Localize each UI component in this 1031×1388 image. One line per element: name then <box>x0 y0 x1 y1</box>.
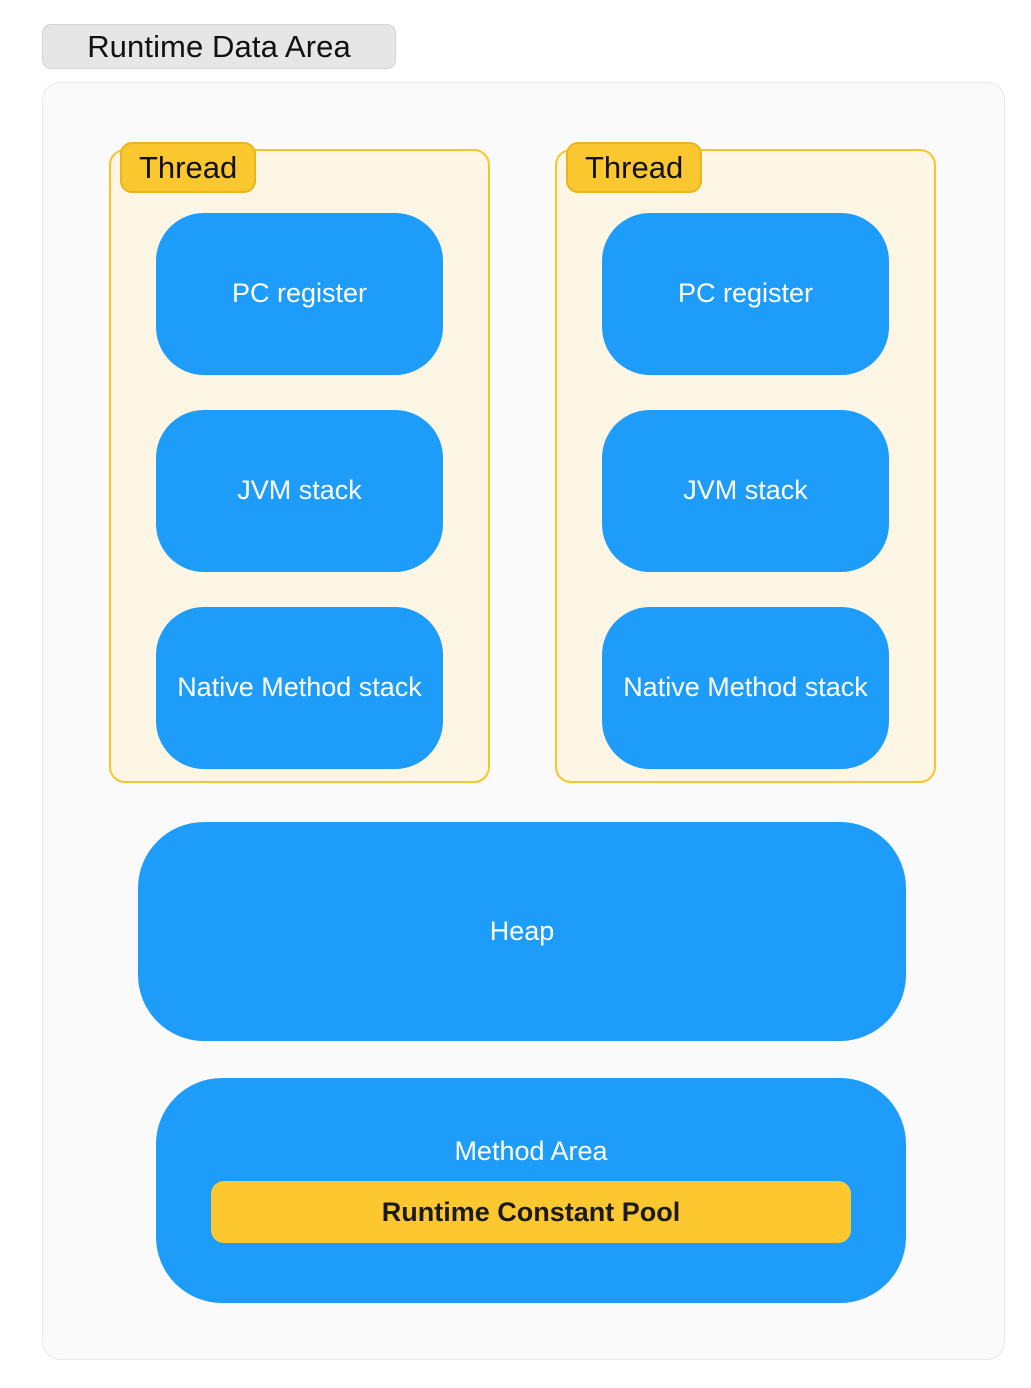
jvm-stack-box-1: JVM stack <box>156 410 443 572</box>
native-method-stack-label: Native Method stack <box>623 672 868 703</box>
native-method-stack-label: Native Method stack <box>177 672 422 703</box>
method-area-label: Method Area <box>454 1136 608 1166</box>
method-area-box: Method Area Runtime Constant Pool <box>156 1078 906 1303</box>
runtime-constant-pool-box: Runtime Constant Pool <box>211 1181 851 1243</box>
heap-label: Heap <box>489 916 555 946</box>
heap-box: Heap <box>138 822 906 1041</box>
thread-regions-2: PC register JVM stack Native Method stac… <box>602 213 889 769</box>
jvm-stack-label: JVM stack <box>683 475 808 506</box>
native-method-stack-box-1: Native Method stack <box>156 607 443 769</box>
page-title: Runtime Data Area <box>87 29 351 64</box>
pc-register-box-1: PC register <box>156 213 443 375</box>
thread-badge-label: Thread <box>585 150 684 185</box>
pc-register-label: PC register <box>231 278 368 309</box>
thread-box-2: Thread PC register JVM stack Native Meth… <box>555 142 936 783</box>
runtime-constant-pool-label: Runtime Constant Pool <box>381 1196 681 1227</box>
thread-badge-1: Thread <box>120 142 257 193</box>
jvm-stack-label: JVM stack <box>237 475 362 506</box>
thread-badge-2: Thread <box>566 142 703 193</box>
native-method-stack-box-2: Native Method stack <box>602 607 889 769</box>
jvm-stack-box-2: JVM stack <box>602 410 889 572</box>
thread-regions-1: PC register JVM stack Native Method stac… <box>156 213 443 769</box>
diagram-title-badge: Runtime Data Area <box>42 24 396 69</box>
thread-row: Thread PC register JVM stack Native Meth… <box>109 142 936 783</box>
runtime-data-area-container: Thread PC register JVM stack Native Meth… <box>42 82 1005 1360</box>
pc-register-label: PC register <box>677 278 814 309</box>
pc-register-box-2: PC register <box>602 213 889 375</box>
thread-box-1: Thread PC register JVM stack Native Meth… <box>109 142 490 783</box>
thread-badge-label: Thread <box>139 150 238 185</box>
